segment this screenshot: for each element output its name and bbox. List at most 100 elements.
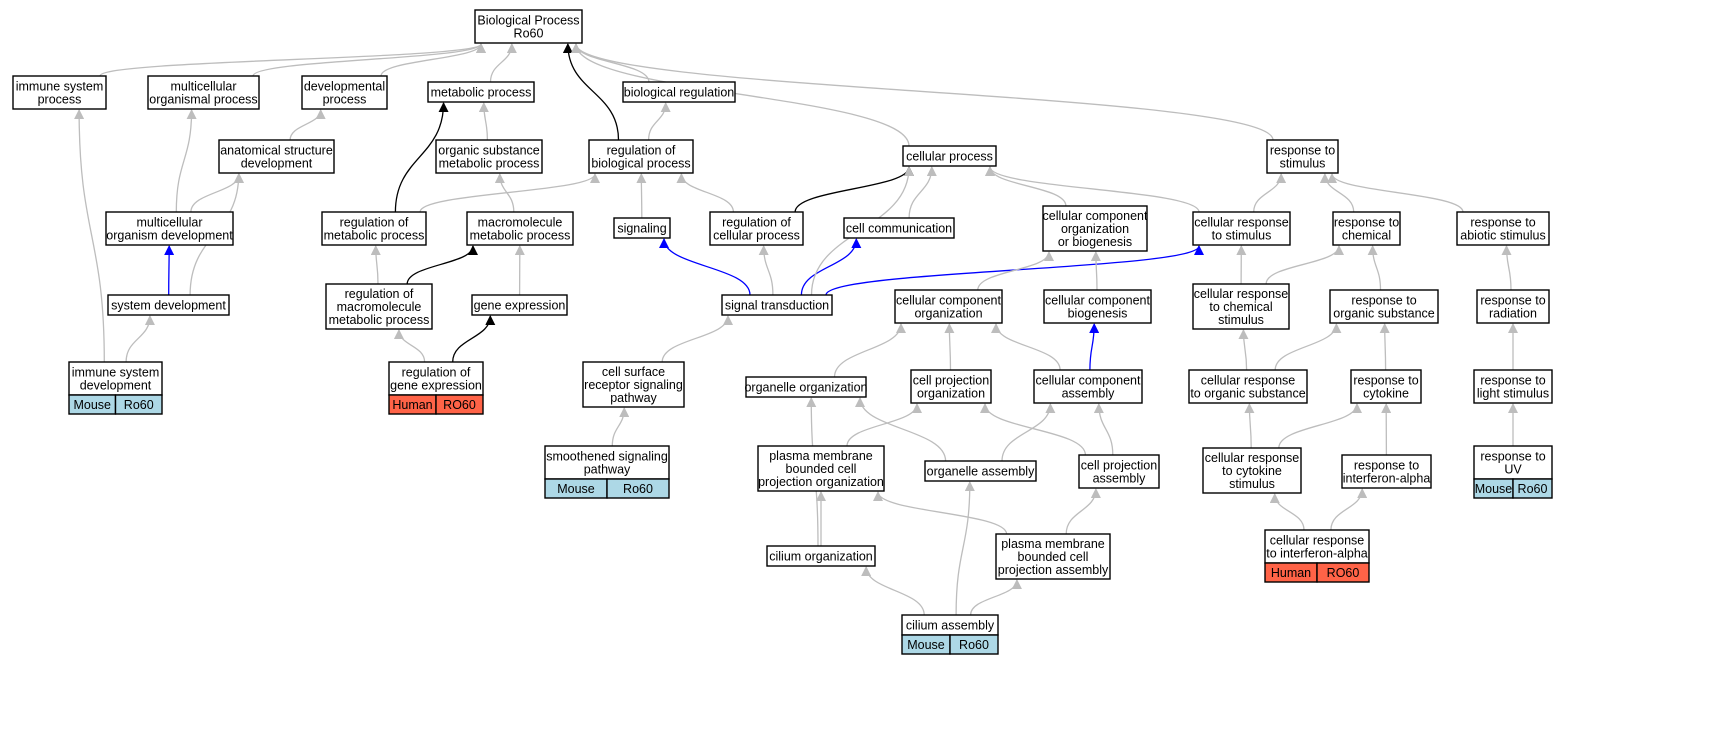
node-label: response to — [1270, 144, 1335, 158]
node-box — [1266, 139, 1339, 174]
node-label: response to — [1354, 459, 1419, 473]
node-label: bounded cell — [786, 462, 857, 476]
node-box — [107, 294, 230, 316]
node-label: to organic substance — [1190, 387, 1305, 401]
node-metp[interactable]: metabolic process — [427, 81, 535, 103]
edge-sigtrans-to-cellcomm — [800, 238, 862, 296]
edge-cpa-to-cca — [1093, 403, 1114, 456]
edge-cilasm-to-pmbcpa — [969, 579, 1022, 616]
node-cilorg[interactable]: cilium organization — [766, 545, 876, 567]
node-label: cellular response — [1270, 534, 1365, 548]
edge-rtcyt-to-rtos — [1379, 323, 1390, 371]
node-label: smoothened signaling — [546, 450, 668, 464]
node-orgasm[interactable]: organelle assembly — [924, 460, 1037, 482]
node-box — [582, 361, 685, 408]
node-box — [1341, 454, 1432, 489]
node-label: cell communication — [846, 222, 952, 236]
node-orgorg[interactable]: organelle organization — [744, 376, 868, 398]
edge-isd-to-sysdev — [125, 315, 155, 363]
node-box — [1264, 529, 1370, 564]
node-box — [427, 81, 535, 103]
edge-asd-to-devp — [289, 109, 326, 141]
node-box — [1473, 369, 1553, 404]
node-label: process — [323, 93, 367, 107]
edge-rtc-to-rts — [1319, 173, 1355, 213]
edge-mop-to-bp — [252, 43, 486, 77]
edge-ssp-to-csrsp — [611, 407, 630, 447]
edge-devp-to-bp — [380, 43, 486, 77]
edge-isp-to-bp — [99, 43, 486, 77]
node-sysdev[interactable]: system development — [107, 294, 230, 316]
edge-modev-to-asd — [190, 173, 245, 213]
node-box — [1192, 283, 1290, 330]
edge-rbp-to-bioreg — [647, 102, 671, 141]
node-label: signaling — [617, 222, 666, 236]
edge-rtos-to-rtc — [1367, 245, 1382, 291]
node-box — [68, 361, 163, 396]
node-label: response to — [1353, 374, 1418, 388]
node-label: cell projection — [1081, 459, 1157, 473]
node-label: cellular component — [1036, 374, 1141, 388]
node-cellp[interactable]: cellular process — [902, 145, 997, 167]
edge-osmp-to-metp — [478, 102, 489, 141]
edge-sigtrans-to-crs — [825, 245, 1204, 296]
node-box — [1042, 205, 1148, 252]
node-geneexp[interactable]: gene expression — [471, 294, 568, 316]
node-label: organization — [1061, 222, 1129, 236]
node-signaling[interactable]: signaling — [613, 217, 671, 239]
node-cellcomm[interactable]: cell communication — [843, 217, 955, 239]
edge-cca-to-ccb — [1089, 323, 1100, 371]
node-box — [1456, 211, 1550, 246]
edge-pmbcpa-to-cpa — [1065, 488, 1101, 535]
node-label: cellular response — [1194, 287, 1289, 301]
node-box — [924, 460, 1037, 482]
edge-orgorg-to-cco — [833, 323, 906, 378]
edge-cilasm-to-orgasm — [955, 481, 975, 616]
node-bioreg[interactable]: biological regulation — [622, 81, 736, 103]
node-sigtrans[interactable]: signal transduction — [721, 294, 833, 316]
node-label: cellular component — [1043, 209, 1148, 223]
node-label: biological process — [591, 157, 690, 171]
node-label: bounded cell — [1018, 550, 1089, 564]
species-tag-label: Mouse — [907, 638, 945, 652]
